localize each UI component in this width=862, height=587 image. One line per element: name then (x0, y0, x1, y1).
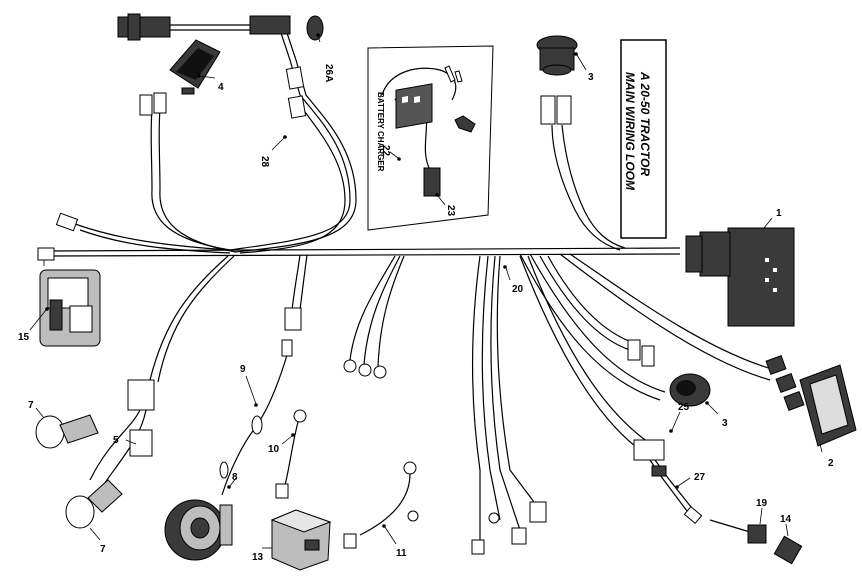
item-19-switch-body (747, 524, 767, 544)
callout-2: 2 (828, 458, 834, 469)
item-25-27-harness (633, 439, 703, 525)
callout-5: 5 (113, 435, 119, 446)
battery-charger-inset: BATTERY CHARGER 22 23 (367, 45, 494, 231)
item-1-main-connector (685, 227, 795, 327)
callout-4: 4 (218, 82, 224, 93)
item-26a-plug (306, 15, 324, 41)
trunk-end-connector-lower (37, 247, 55, 261)
callout-11: 11 (396, 548, 407, 559)
title-box: A 20-50 TRACTOR MAIN WIRING LOOM (620, 39, 667, 239)
callout-26a: 26A (323, 64, 334, 82)
center-branches (284, 254, 547, 555)
center-connector-a (284, 307, 302, 331)
item-9-8-lead (164, 339, 293, 561)
callout-25: 25 (678, 402, 690, 413)
title-line-1: A 20-50 TRACTOR (638, 71, 652, 176)
left-branch-lamps (35, 255, 235, 529)
callout-14: 14 (780, 514, 792, 525)
item-7-upper-bulb (35, 415, 65, 449)
callout-9: 9 (240, 364, 246, 375)
callout-13: 13 (252, 552, 264, 563)
item-3-top-lamp (536, 35, 626, 251)
item-7-lower-bulb (65, 495, 95, 529)
callout-23: 23 (445, 205, 456, 217)
item-15-connector (39, 269, 101, 347)
callout-3-lower: 3 (722, 418, 728, 429)
upper-connector-plug (117, 16, 171, 38)
item-3-lower-lamp (627, 339, 711, 407)
item-9-connector (281, 339, 293, 357)
item-10-lead (275, 409, 307, 499)
callouts: 1 2 3 3 4 5 7 7 8 9 10 11 13 14 (18, 33, 834, 563)
callout-27: 27 (694, 472, 706, 483)
right-branches (519, 253, 776, 451)
upper-branch-harness (117, 13, 357, 254)
callout-15: 15 (18, 332, 30, 343)
callout-3-upper: 3 (588, 72, 594, 83)
callout-22: 22 (380, 145, 391, 157)
callout-7-upper: 7 (28, 400, 34, 411)
upper-harness-grommet (249, 15, 291, 35)
title-line-2: MAIN WIRING LOOM (623, 72, 637, 191)
callout-20: 20 (512, 284, 524, 295)
left-branch-connector (127, 379, 155, 411)
main-trunk (37, 212, 681, 266)
item-25-connector (633, 439, 665, 461)
item-5-lamp-holder (129, 429, 153, 457)
item-8-alternator (164, 499, 233, 561)
item-4-relay-block (169, 39, 221, 95)
item-11-lead (343, 461, 419, 549)
callout-1: 1 (776, 208, 782, 219)
callout-10: 10 (268, 444, 280, 455)
item-2-diagnostic-connector (765, 355, 857, 447)
item-13-relay (270, 509, 332, 571)
battery-charger-unit (395, 83, 433, 129)
item-19-14-key-switch (709, 519, 803, 565)
callout-28: 28 (259, 156, 270, 168)
callout-8: 8 (232, 472, 238, 483)
trunk-end-connector-upper (55, 212, 79, 232)
item-14-ignition-key (773, 535, 803, 565)
callout-19: 19 (756, 498, 768, 509)
callout-7-lower: 7 (100, 544, 106, 555)
battery-charger-label: BATTERY CHARGER (376, 92, 385, 172)
